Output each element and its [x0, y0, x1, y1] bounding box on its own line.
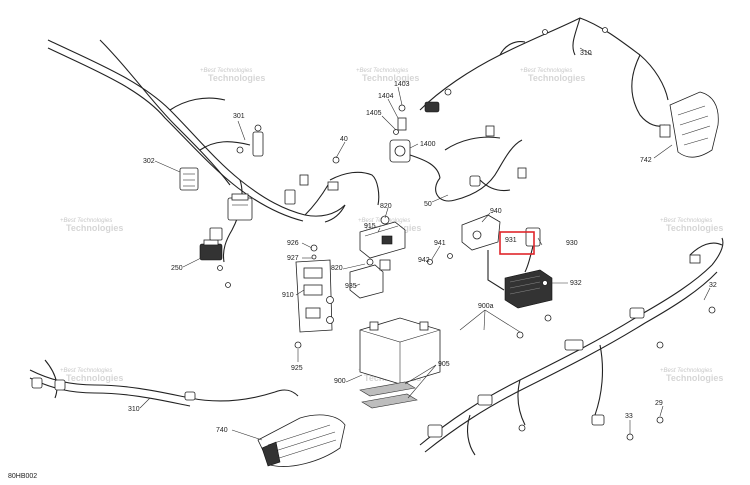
highlight-box-931 [499, 231, 535, 255]
bracket-820-915 [359, 215, 406, 259]
callout-29: 29 [655, 400, 663, 407]
callout-742: 742 [640, 157, 652, 164]
callout-820-bottom: 820 [331, 265, 343, 272]
fuse-block [179, 167, 199, 191]
callout-1404: 1404 [378, 93, 394, 100]
callout-32: 32 [709, 282, 717, 289]
callout-930: 930 [566, 240, 578, 247]
watermark-line: +Best Technologies [660, 218, 712, 224]
watermark-line: +Best Technologies [660, 368, 712, 374]
watermark-line: Technologies [528, 73, 585, 83]
callout-1403: 1403 [394, 81, 410, 88]
battery-pads-905 [359, 381, 418, 409]
callout-1405: 1405 [366, 110, 382, 117]
watermark-line: +Best Technologies [60, 368, 112, 374]
watermark-line: Technologies [666, 223, 723, 233]
watermark-line: +Best Technologies [200, 68, 252, 74]
callout-927: 927 [287, 255, 299, 262]
harness-310-top [419, 17, 669, 127]
callout-900a: 900a [478, 303, 494, 310]
watermark-line: Technologies [66, 373, 123, 383]
callout-900: 900 [334, 378, 346, 385]
callout-301: 301 [233, 113, 245, 120]
callout-50: 50 [424, 201, 432, 208]
part-820-small [366, 258, 374, 266]
callout-940: 940 [490, 208, 502, 215]
callout-labels: 301 302 250 40 1403 1404 1405 1400 310 7… [128, 50, 717, 434]
callout-310-top: 310 [580, 50, 592, 57]
callout-942: 942 [418, 257, 430, 264]
watermark-line: Technologies [362, 73, 419, 83]
watermark-line: +Best Technologies [356, 68, 408, 74]
connector-301 [236, 124, 264, 157]
sensor-1400 [389, 104, 441, 179]
harness-50 [435, 125, 527, 202]
callout-932: 932 [570, 280, 582, 287]
callout-33: 33 [625, 413, 633, 420]
callout-740: 740 [216, 427, 228, 434]
harness-310-bottom [29, 359, 299, 407]
callout-931: 931 [505, 237, 517, 244]
watermark-line: +Best Technologies [520, 68, 572, 74]
callout-905: 905 [438, 361, 450, 368]
leader-lines [139, 47, 711, 441]
callout-310-bottom: 310 [128, 406, 140, 413]
watermark-line: +Best Technologies [60, 218, 112, 224]
connector-block [199, 227, 223, 261]
callout-941: 941 [434, 240, 446, 247]
callout-925: 925 [291, 365, 303, 372]
watermark-line: Technologies [66, 223, 123, 233]
callout-910: 910 [282, 292, 294, 299]
callout-915: 915 [364, 223, 376, 230]
watermark-line: Technologies [666, 373, 723, 383]
bracket-940 [461, 214, 501, 251]
part-935 [349, 259, 391, 299]
drawing-code: 80HB002 [8, 473, 37, 480]
watermark-line: Technologies [208, 73, 265, 83]
callout-250: 250 [171, 265, 183, 272]
callout-302: 302 [143, 158, 155, 165]
harness-lower-right [419, 237, 724, 456]
callout-935: 935 [345, 283, 357, 290]
battery-900 [359, 317, 441, 385]
callout-40: 40 [340, 136, 348, 143]
small-connectors-center [284, 156, 340, 205]
callout-1400: 1400 [420, 141, 436, 148]
taillight-742 [659, 91, 719, 158]
callout-820-top: 820 [380, 203, 392, 210]
bracket-910 [294, 244, 334, 349]
callout-926: 926 [287, 240, 299, 247]
headlight-740 [257, 414, 346, 467]
relay-box [227, 193, 253, 221]
